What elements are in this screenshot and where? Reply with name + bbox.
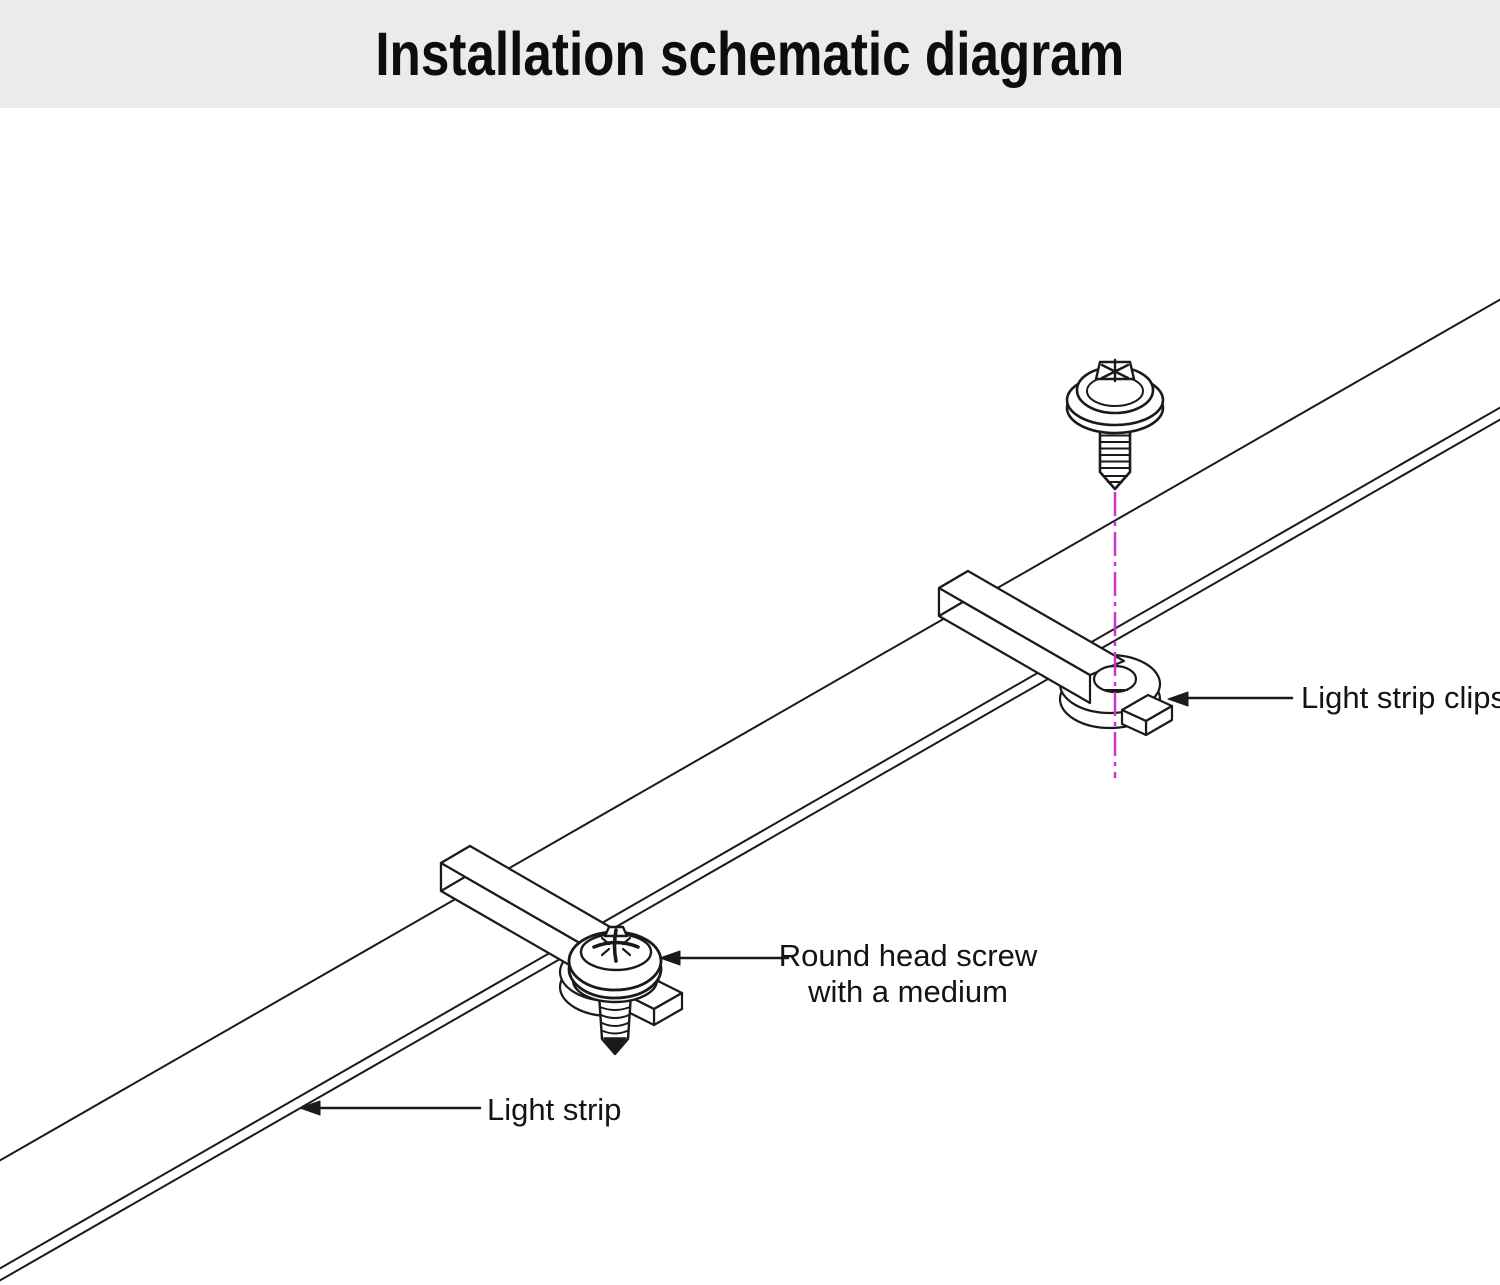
label-round-head-screw: Round head screw with a medium (778, 938, 1038, 1010)
screw-phillips-cross-icon (1100, 358, 1130, 383)
clip-foot-left-face (1120, 708, 1148, 737)
screw-phillips-cross-icon (592, 928, 640, 963)
title-bar: Installation schematic diagram (0, 0, 1500, 108)
round-head-screw-floating (1065, 358, 1165, 491)
strip-side-bottom-edge (0, 418, 1500, 1282)
label-light-strip-clips: Light strip clips (1301, 680, 1500, 715)
light-strip (0, 298, 1500, 1282)
screw-threads (1099, 428, 1131, 483)
clip-bar-top-face (937, 569, 1126, 677)
round-head-screw-installed (567, 925, 663, 1056)
label-round-head-screw-line1: Round head screw (778, 938, 1038, 973)
light-strip-clip-lower (439, 844, 684, 1027)
label-round-head-screw-line2: with a medium (808, 974, 1008, 1009)
strip-bottom-edge (0, 406, 1500, 1270)
screw-phillips-wings (600, 936, 632, 957)
leader-round-head-screw (659, 950, 790, 966)
leader-light-strip (299, 1100, 482, 1116)
label-light-strip: Light strip (487, 1092, 622, 1127)
light-strip-clip-upper (937, 569, 1174, 737)
strip-top-edge (0, 298, 1500, 1162)
leader-arrowhead (1167, 691, 1189, 707)
page-title: Installation schematic diagram (375, 20, 1125, 88)
screw-tip (603, 1037, 627, 1055)
leader-light-strip-clips (1167, 691, 1294, 707)
screw-threads (599, 1006, 631, 1035)
